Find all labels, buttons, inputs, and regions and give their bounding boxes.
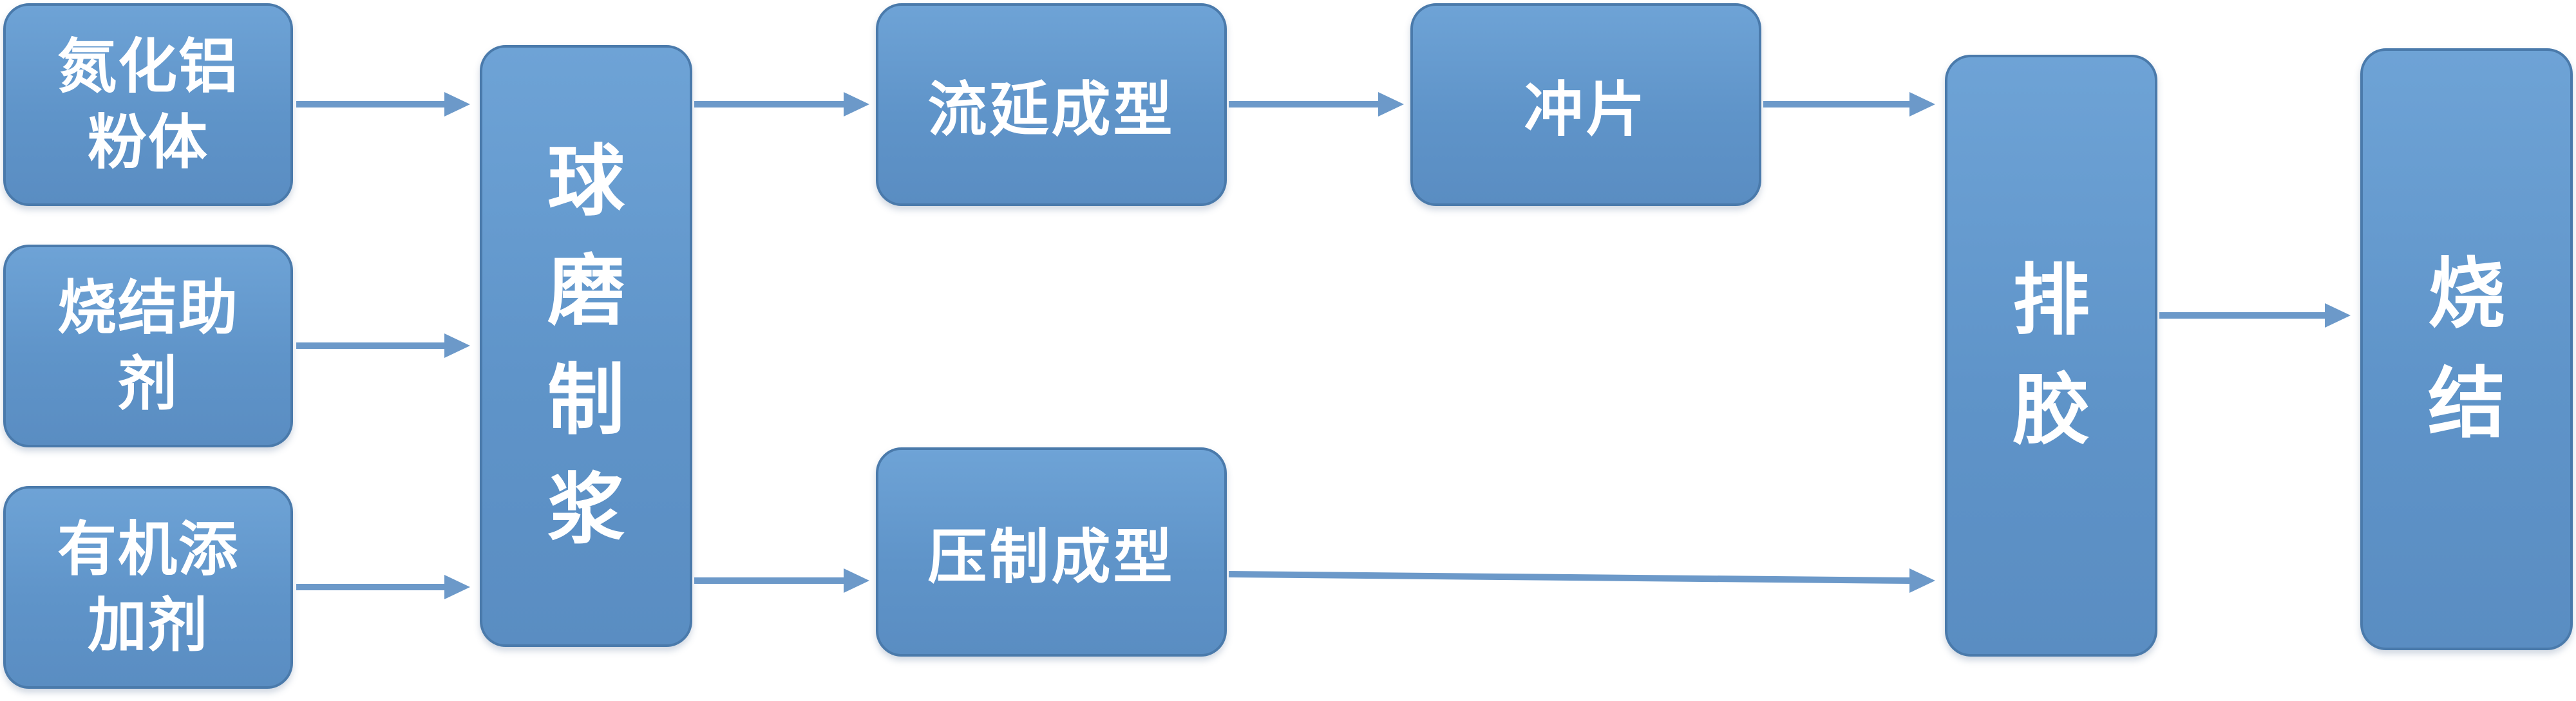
press-forming-box: 压制成型 [876, 447, 1227, 657]
arrowhead-aid [444, 333, 470, 358]
ball-milling-label: 球磨制浆 [547, 136, 625, 555]
press-forming-label: 压制成型 [927, 523, 1175, 592]
ball-milling-box: 球磨制浆 [480, 45, 692, 647]
sintering-box: 烧结 [2360, 48, 2573, 650]
sintering-label: 烧结 [2428, 249, 2505, 449]
arrowhead-casting [844, 92, 869, 117]
arrowhead-debinding-bottom [1909, 568, 1935, 593]
arrowhead-pressing [844, 568, 869, 593]
arrow-pressing-to-debinding [1228, 571, 1910, 584]
punching-label: 冲片 [1524, 75, 1648, 144]
punching-box: 冲片 [1410, 3, 1761, 206]
aln-powder-label: 氮化铝粉体 [57, 32, 239, 177]
organic-additive-label: 有机添加剂 [57, 514, 239, 660]
tape-casting-box: 流延成型 [876, 3, 1227, 206]
sintering-aid-box: 烧结助剂 [3, 245, 293, 447]
arrowhead-debinding-top [1909, 92, 1935, 117]
tape-casting-label: 流延成型 [927, 75, 1175, 144]
arrowhead-aln [444, 92, 470, 117]
debinding-box: 排胶 [1945, 55, 2157, 657]
arrowhead-sintering [2325, 303, 2351, 328]
arrowhead-additive [444, 575, 470, 599]
debinding-label: 排胶 [2012, 256, 2090, 455]
arrowhead-punching [1378, 92, 1404, 117]
sintering-aid-label: 烧结助剂 [57, 273, 239, 418]
organic-additive-box: 有机添加剂 [3, 486, 293, 689]
aln-powder-box: 氮化铝粉体 [3, 3, 293, 206]
